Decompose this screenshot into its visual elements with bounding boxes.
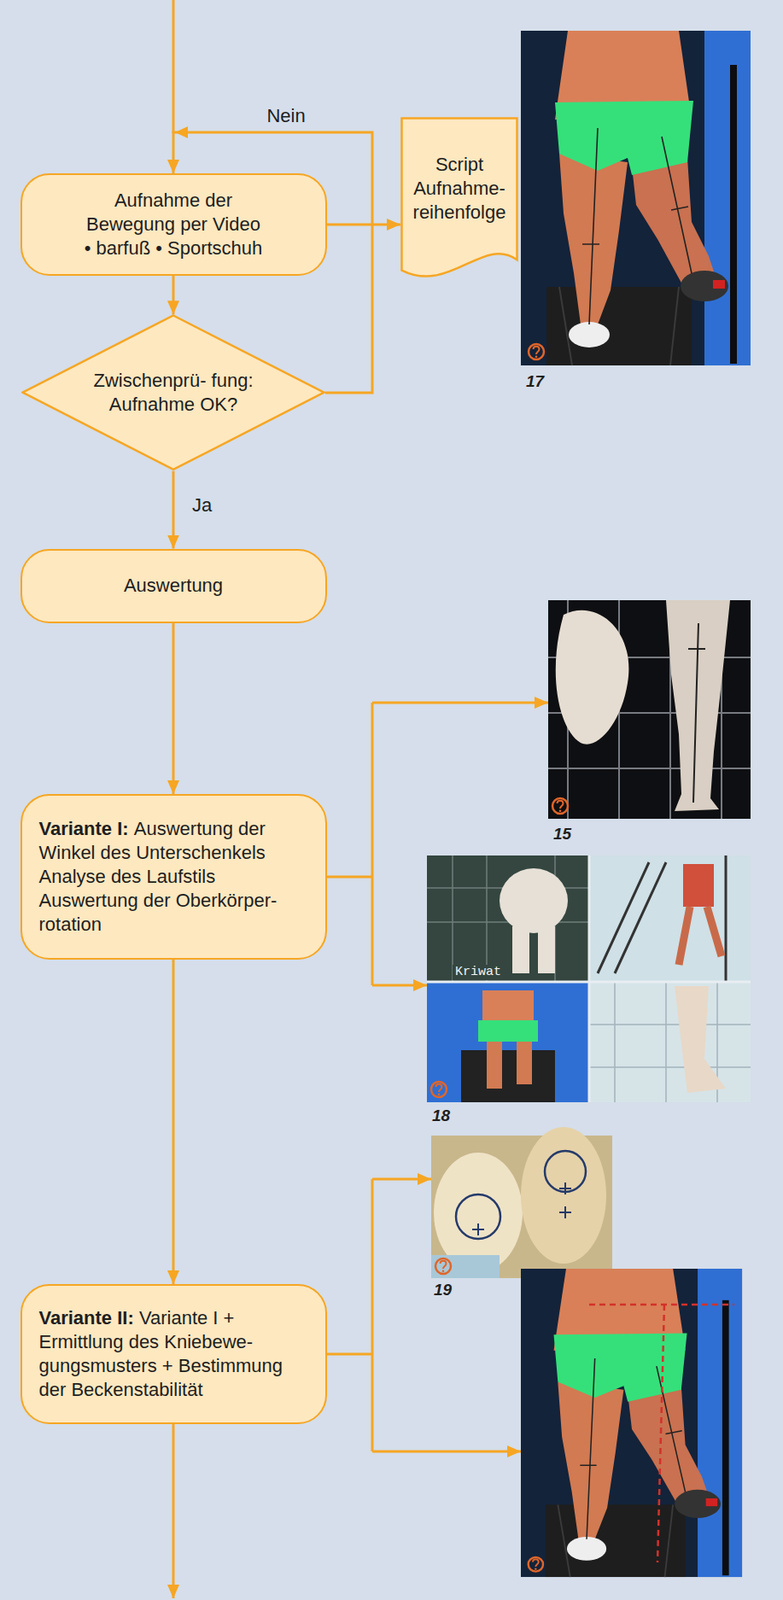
marker-line bbox=[688, 623, 706, 803]
pelvis-line bbox=[589, 1304, 735, 1563]
torso bbox=[482, 990, 534, 1025]
figure bbox=[683, 864, 714, 907]
flow-connector bbox=[172, 623, 176, 795]
pointer-arrow bbox=[372, 1178, 432, 1181]
text-block: Variante I:Auswertung der Winkel des Unt… bbox=[39, 817, 309, 937]
shoe bbox=[431, 1255, 500, 1279]
text-block: Script Aufnahme- reihenfolge bbox=[405, 152, 514, 225]
process-box: Auswertung bbox=[20, 549, 328, 624]
box-heading: Variante II: bbox=[39, 1307, 135, 1329]
video-quadrant bbox=[589, 981, 751, 1103]
leg bbox=[674, 986, 726, 1093]
photo-ground bbox=[548, 600, 751, 819]
process-box: Variante I:Auswertung der Winkel des Unt… bbox=[20, 794, 328, 960]
shorts bbox=[478, 1020, 538, 1042]
logo-icon bbox=[431, 1081, 447, 1098]
callout-number: 17 bbox=[525, 372, 544, 392]
video-quadrant bbox=[426, 855, 590, 982]
text-block: Zwischenprü- fung: Aufnahme OK? bbox=[87, 368, 259, 417]
stair-rail bbox=[597, 855, 726, 982]
video-quadrant bbox=[589, 855, 751, 982]
knee bbox=[433, 1152, 523, 1273]
flow-connector bbox=[172, 959, 176, 1285]
logo-icon bbox=[435, 1258, 451, 1274]
cross-marker bbox=[472, 1182, 572, 1236]
treadmill-belt bbox=[461, 1050, 556, 1103]
diamond-shape bbox=[21, 314, 326, 471]
pointer-arrow bbox=[372, 701, 549, 705]
figure bbox=[499, 868, 568, 934]
box-text: Zwischenprü- fung: Aufnahme OK? bbox=[93, 369, 253, 415]
box-text: Aufnahme der Bewegung per Video • barfuß… bbox=[84, 189, 263, 259]
runner-photo bbox=[520, 30, 751, 366]
quadrant-divider bbox=[426, 855, 751, 1103]
text-block: Auswertung bbox=[123, 573, 223, 598]
box-text: Auswertung bbox=[123, 574, 223, 597]
flow-line bbox=[172, 1413, 176, 1599]
figure bbox=[512, 926, 530, 974]
figure bbox=[537, 926, 556, 974]
box-text: Script Aufnahme- reihenfolge bbox=[413, 153, 507, 223]
decision-diamond: Zwischenprü- fung: Aufnahme OK? bbox=[21, 314, 326, 471]
leg bbox=[666, 600, 731, 812]
video-quadrant bbox=[426, 981, 590, 1103]
document-outline bbox=[402, 118, 518, 277]
document-box: Script Aufnahme- reihenfolge bbox=[400, 116, 519, 292]
callout-number: 18 bbox=[432, 1106, 450, 1126]
leg bbox=[486, 1041, 503, 1089]
box-heading: Variante I: bbox=[39, 818, 129, 840]
video-caption: Kriwat bbox=[452, 964, 504, 981]
pointer-arrow bbox=[372, 1450, 521, 1454]
process-box: Variante II:Variante I + Ermittlung des … bbox=[20, 1284, 328, 1425]
flow-connector bbox=[327, 223, 402, 227]
callout-number: 19 bbox=[433, 1280, 452, 1300]
figure bbox=[678, 906, 722, 965]
grid bbox=[548, 600, 751, 819]
diamond-outline bbox=[23, 315, 325, 470]
callout-number: 15 bbox=[553, 824, 572, 844]
leg bbox=[516, 1041, 532, 1085]
process-box: Aufnahme der Bewegung per Video • barfuß… bbox=[20, 173, 328, 276]
edge-label: Nein bbox=[263, 104, 308, 129]
knee bbox=[520, 1127, 607, 1264]
logo-icon bbox=[552, 798, 568, 814]
grid bbox=[589, 981, 751, 1103]
grid bbox=[426, 855, 590, 982]
runner-photo bbox=[520, 1268, 743, 1578]
flow-connector bbox=[172, 275, 176, 315]
text-block: Variante II:Variante I + Ermittlung des … bbox=[39, 1306, 309, 1403]
foot-sole bbox=[555, 610, 630, 745]
flow-connector bbox=[172, 471, 176, 550]
text-block: Aufnahme der Bewegung per Video • barfuß… bbox=[81, 188, 265, 261]
edge-label: Ja bbox=[189, 493, 215, 518]
pointer-arrow bbox=[372, 984, 427, 988]
flow-line bbox=[172, 0, 176, 134]
